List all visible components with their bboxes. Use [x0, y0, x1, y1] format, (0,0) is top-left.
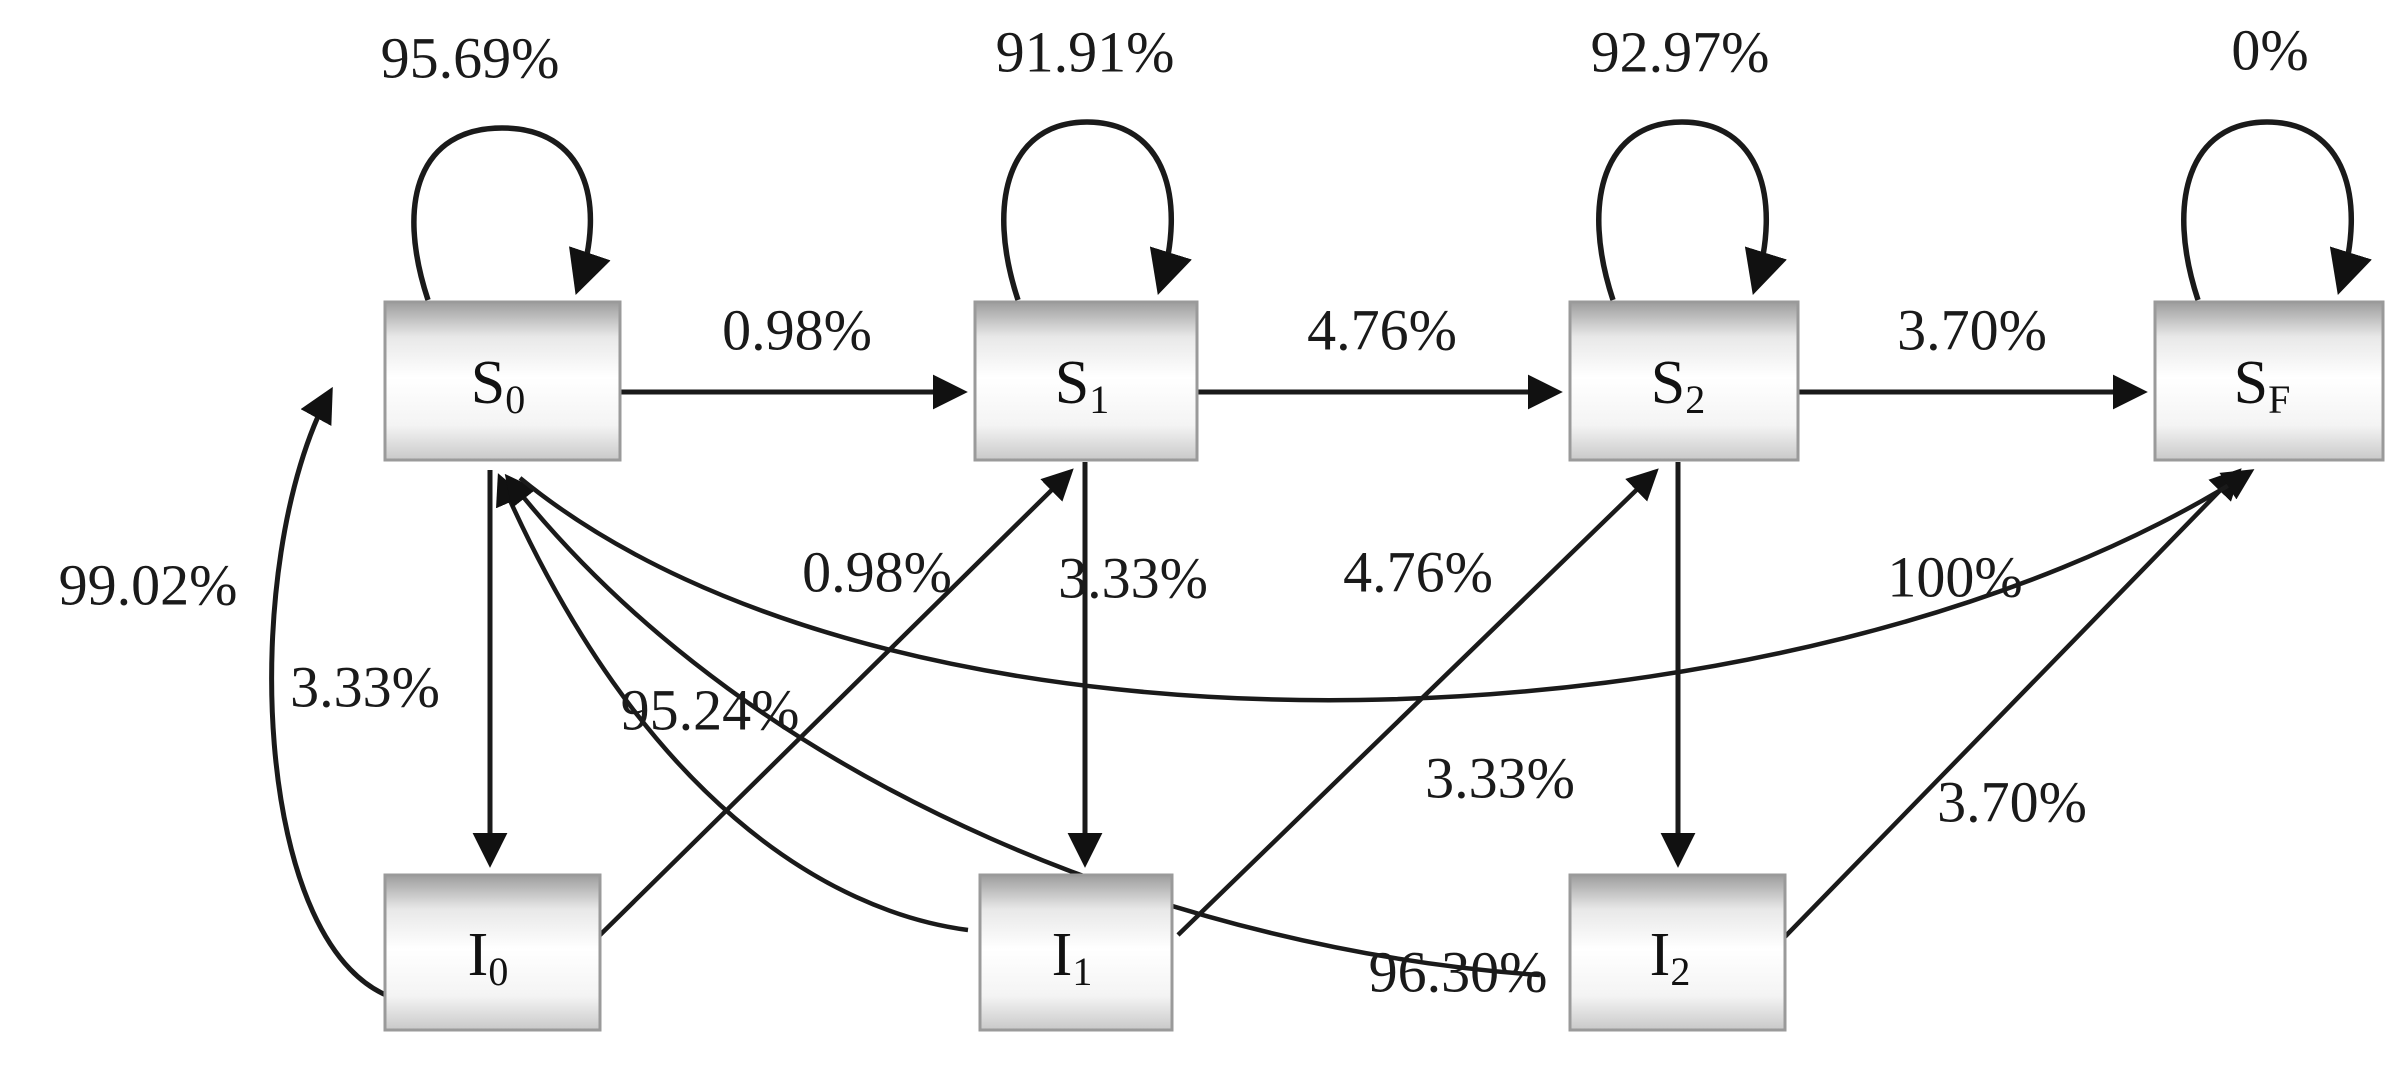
svg-text:S2: S2 [1651, 349, 1705, 422]
edge-label-I2-S0: 96.30% [1369, 940, 1548, 1005]
node-I2-sub: 2 [1670, 949, 1690, 994]
edge-label-I0-S0: 99.02% [59, 553, 238, 618]
svg-text:S0: S0 [471, 349, 525, 422]
edge-label-I0-S1: 0.98% [802, 540, 952, 605]
self-loop-S1 [1001, 119, 1192, 301]
self-loop-label-S1: 91.91% [996, 20, 1175, 85]
node-S0-sub: 0 [505, 377, 525, 422]
node-I1-base: I [1052, 921, 1073, 989]
node-S1-sub: 1 [1089, 377, 1109, 422]
node-I0-sub: 0 [488, 949, 508, 994]
node-SF-sub: F [2268, 377, 2290, 422]
svg-text:SF: SF [2234, 349, 2291, 422]
node-SF[interactable]: SF [2153, 300, 2385, 462]
node-S0[interactable]: S0 [383, 300, 622, 462]
node-I1[interactable]: I1 [978, 873, 1174, 1032]
edge-I0-to-S1 [598, 468, 1074, 937]
edge-I2-to-S0 [504, 473, 1541, 978]
node-S2-sub: 2 [1685, 377, 1705, 422]
edge-I1-to-S0 [496, 473, 969, 933]
svg-text:I2: I2 [1650, 921, 1691, 994]
edge-I1-to-S2 [1176, 468, 1659, 937]
edge-label-S2-I2: 3.33% [1425, 746, 1575, 811]
node-I0-base: I [468, 921, 489, 989]
self-loop-S2 [1596, 119, 1787, 301]
edge-label-S1-S2: 4.76% [1307, 298, 1457, 363]
node-SF-base: S [2234, 349, 2268, 417]
self-loop-label-S2: 92.97% [1591, 20, 1770, 85]
edge-I0-to-S0 [269, 386, 401, 1003]
edge-label-S0-I0: 3.33% [290, 655, 440, 720]
node-S2-base: S [1651, 349, 1685, 417]
node-I2-base: I [1650, 921, 1671, 989]
node-I1-sub: 1 [1072, 949, 1092, 994]
self-loop-S0 [411, 125, 611, 301]
node-I2[interactable]: I2 [1568, 873, 1787, 1032]
self-loop-label-S0: 95.69% [381, 26, 560, 91]
edge-label-S1-I1: 3.33% [1058, 546, 1208, 611]
svg-text:S1: S1 [1055, 349, 1109, 422]
edge-label-S0-S1: 0.98% [722, 298, 872, 363]
self-loop-label-SF: 0% [2231, 18, 2308, 83]
node-S0-base: S [471, 349, 505, 417]
edge-label-I1-S2: 4.76% [1343, 540, 1493, 605]
edge-label-S0-SF: 100% [1887, 545, 2022, 610]
node-S1[interactable]: S1 [973, 300, 1199, 462]
edge-label-I2-SF: 3.70% [1937, 770, 2087, 835]
svg-text:I0: I0 [468, 921, 509, 994]
node-S2[interactable]: S2 [1568, 300, 1800, 462]
self-loop-SF [2181, 119, 2372, 301]
svg-text:I1: I1 [1052, 921, 1093, 994]
edge-I2-to-SF [1770, 468, 2242, 952]
edge-label-S2-SF: 3.70% [1897, 298, 2047, 363]
edge-label-I1-S0: 95.24% [621, 678, 800, 743]
edge-S0-to-SF [518, 469, 2255, 703]
node-I0[interactable]: I0 [383, 873, 602, 1032]
node-S1-base: S [1055, 349, 1089, 417]
